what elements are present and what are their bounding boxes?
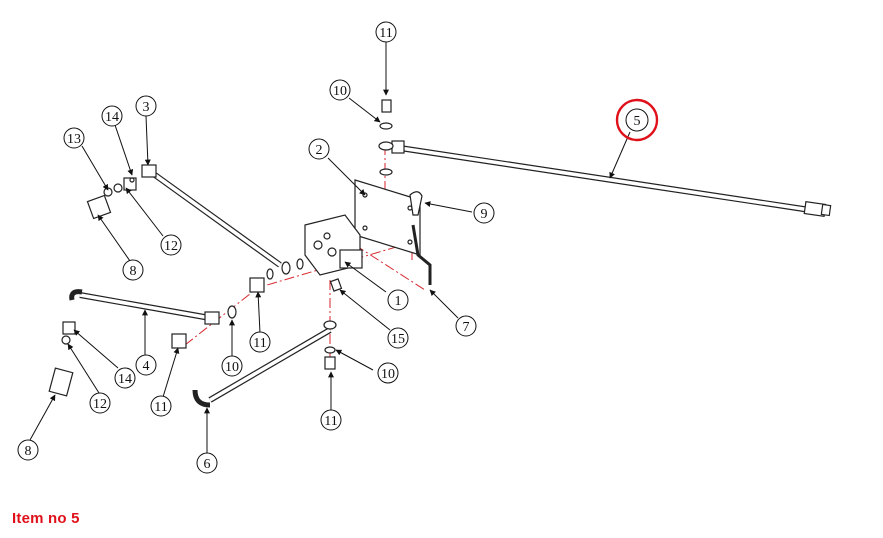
svg-text:11: 11 [324, 414, 337, 429]
callout-8: 8 [122, 259, 144, 281]
svg-text:13: 13 [67, 132, 81, 147]
callout-4: 4 [135, 354, 157, 376]
callout-9: 9 [473, 202, 495, 224]
svg-text:12: 12 [93, 397, 107, 412]
leader-lines [29, 42, 631, 453]
lever-parts-7-9 [409, 191, 432, 285]
svg-text:11: 11 [154, 400, 167, 415]
svg-text:1: 1 [395, 294, 402, 309]
svg-text:3: 3 [143, 100, 150, 115]
svg-text:11: 11 [253, 336, 266, 351]
callout-5-highlighted: 5 [615, 98, 659, 142]
svg-text:14: 14 [118, 372, 132, 387]
callout-7: 7 [455, 315, 477, 337]
svg-text:2: 2 [316, 143, 323, 158]
callout-11: 11 [150, 395, 172, 417]
callout-11: 11 [249, 331, 271, 353]
left-lower-fittings [48, 321, 76, 397]
hose-part-5 [391, 140, 832, 218]
callout-10: 10 [329, 79, 351, 101]
svg-text:6: 6 [204, 457, 211, 472]
hose-part-4 [69, 289, 220, 325]
middle-fittings [171, 258, 304, 349]
callout-12: 12 [89, 392, 111, 414]
callout-12: 12 [160, 234, 182, 256]
lower-fitting-stack [323, 278, 343, 370]
callout-6: 6 [196, 452, 218, 474]
callout-8: 8 [17, 439, 39, 461]
svg-text:15: 15 [391, 332, 405, 347]
callout-11: 11 [320, 409, 342, 431]
left-fittings [86, 177, 137, 220]
callout-3: 3 [135, 95, 157, 117]
svg-text:10: 10 [333, 84, 347, 99]
svg-text:9: 9 [481, 207, 488, 222]
callout-11: 11 [375, 21, 397, 43]
callouts: 11 10 5 2 3 14 13 9 [17, 21, 659, 474]
callout-13: 13 [63, 127, 85, 149]
svg-text:14: 14 [105, 110, 119, 125]
svg-text:4: 4 [143, 359, 150, 374]
svg-text:8: 8 [25, 444, 32, 459]
svg-text:5: 5 [634, 114, 641, 129]
svg-text:12: 12 [164, 239, 178, 254]
top-fitting-stack [378, 99, 394, 176]
svg-text:10: 10 [381, 367, 395, 382]
callout-10: 10 [377, 362, 399, 384]
svg-text:11: 11 [379, 26, 392, 41]
svg-text:7: 7 [463, 320, 470, 335]
callout-10: 10 [221, 355, 243, 377]
callout-2: 2 [308, 138, 330, 160]
mounting-plate-part-2 [354, 179, 421, 256]
callout-14: 14 [114, 367, 136, 389]
svg-text:8: 8 [130, 264, 137, 279]
hose-part-3 [141, 164, 282, 268]
valve-block-part-1 [304, 214, 363, 276]
callout-15: 15 [387, 327, 409, 349]
item-caption: Item no 5 [12, 510, 80, 527]
hose-part-6 [192, 327, 332, 408]
svg-text:10: 10 [225, 360, 239, 375]
callout-1: 1 [387, 289, 409, 311]
callout-14: 14 [101, 105, 123, 127]
